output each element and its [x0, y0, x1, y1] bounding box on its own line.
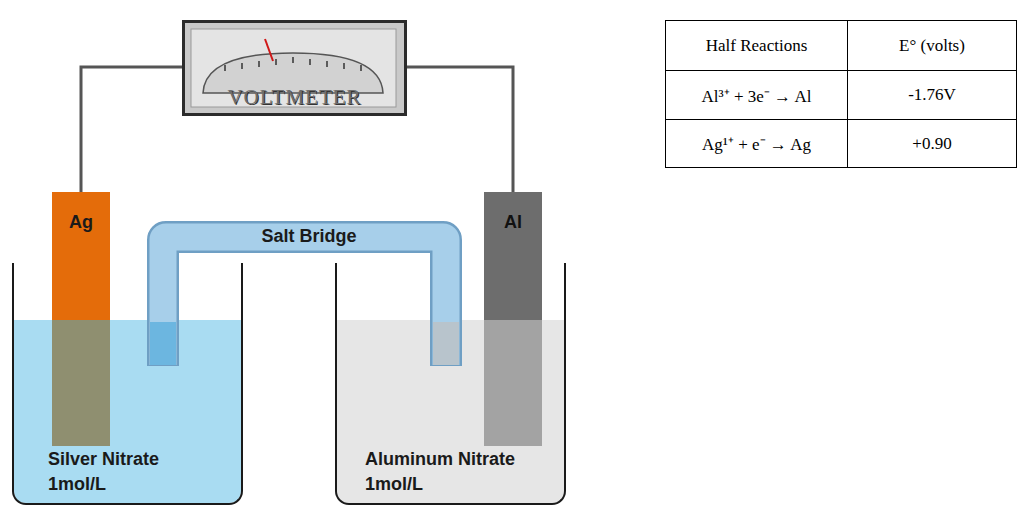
table-header: E° (volts) [847, 20, 1017, 71]
salt-bridge-leg-submerged [150, 322, 176, 365]
table-cell: Al³⁺ + 3e⁻ → Al [665, 70, 848, 120]
aluminum-electrode: Al [484, 192, 542, 446]
table-cell: -1.76V [847, 70, 1017, 120]
table-header: Half Reactions [665, 20, 848, 71]
wire [407, 67, 513, 192]
table-text: -1.76V [908, 85, 956, 105]
node-label: Aluminum Nitrate 1mol/L [365, 447, 555, 497]
table-text: +0.90 [912, 134, 951, 154]
table-text: Half Reactions [706, 36, 808, 56]
silver-electrode: Ag [52, 192, 110, 446]
silver-nitrate-solution [14, 320, 241, 503]
table-text: Al³⁺ + 3e⁻ → Al [702, 84, 812, 107]
node-label: Al [484, 212, 542, 233]
table-text: Ag¹⁺ + e⁻ → Ag [702, 132, 811, 155]
table-text: E° (volts) [899, 36, 965, 56]
table-cell: +0.90 [847, 119, 1017, 168]
node-label: Silver Nitrate 1mol/L [48, 447, 198, 497]
salt-bridge-leg-submerged [433, 322, 459, 365]
voltmeter-box: VOLTMETER [182, 20, 407, 116]
node-label: VOLTMETER [185, 85, 404, 110]
wire [81, 67, 182, 192]
node-label: Salt Bridge [150, 226, 468, 247]
salt-bridge-label-area: Salt Bridge [150, 224, 468, 250]
salt-bridge-tube [163, 237, 446, 366]
aluminum-nitrate-beaker: Aluminum Nitrate 1mol/L [335, 263, 566, 505]
silver-nitrate-beaker: Silver Nitrate 1mol/L [12, 263, 243, 505]
salt-bridge-tube-inner [163, 237, 446, 365]
node-label: Ag [52, 212, 110, 233]
table-cell: Ag¹⁺ + e⁻ → Ag [665, 119, 848, 168]
